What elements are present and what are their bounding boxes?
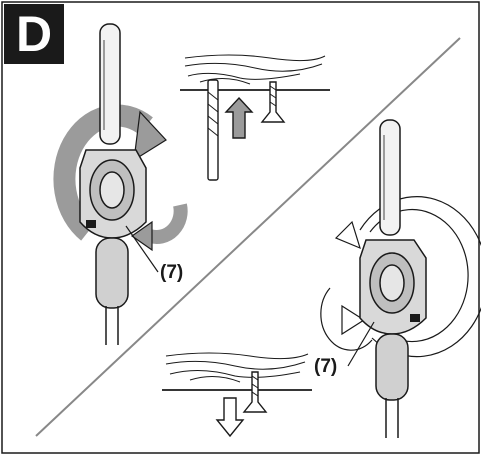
switch-button [86,220,96,228]
wood-board-icon [180,54,330,91]
diagonal-divider [35,37,461,437]
wood-board-icon [162,352,312,391]
rotation-arrow-icon [53,104,167,241]
drill-bit-icon [207,79,219,181]
callout-label-switch: (7) [160,262,184,283]
screw-icon [260,81,286,123]
direction-arrow-icon [215,397,245,438]
direction-arrow-icon [224,96,254,139]
callout-leader [125,225,159,273]
figure-label-badge: D [4,4,64,64]
rotation-arrow-icon [320,287,373,351]
drill-icon [79,23,147,345]
rotation-arrow-icon [130,203,188,252]
callout-leader [347,321,375,367]
screw-icon [242,371,268,413]
switch-button [410,314,420,322]
drill-icon [359,119,427,438]
rotation-arrow-icon [334,196,481,358]
callout-label-switch: (7) [314,356,338,377]
